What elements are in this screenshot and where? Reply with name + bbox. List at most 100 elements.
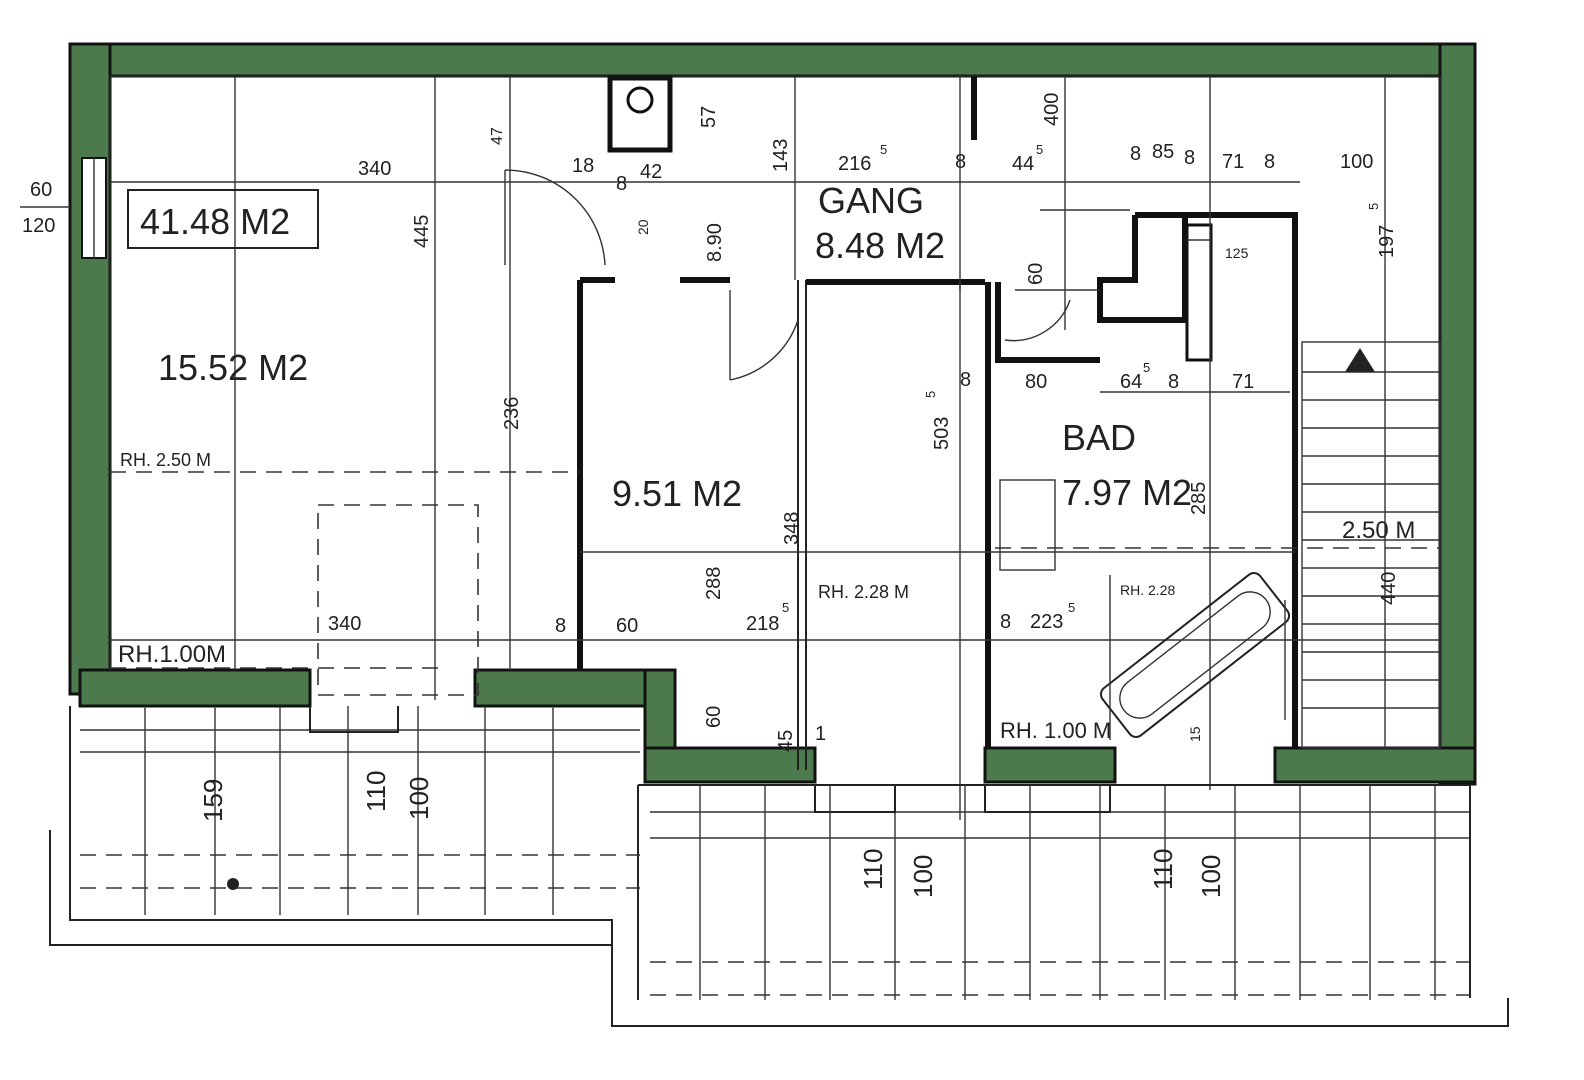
dim-label: 57	[698, 106, 720, 128]
dim-label: 60	[703, 706, 725, 728]
dim-label: 440	[1378, 572, 1400, 605]
terrace	[49, 706, 1509, 1027]
dim-label: 5	[1366, 203, 1381, 210]
dim-label: 445	[411, 215, 433, 248]
dim-label: 20	[635, 219, 651, 235]
room-height-labels: RH. 2.50 M RH.1.00M RH. 2.28 M RH. 2.28 …	[118, 450, 1415, 743]
dim-label: 143	[770, 139, 792, 172]
dim-label: 64	[1120, 371, 1142, 393]
bed-outline	[317, 504, 479, 696]
room-area-living: 15.52 M2	[158, 347, 308, 388]
dim-label: 8	[1168, 371, 1179, 393]
dim-label: 80	[1025, 371, 1047, 393]
dim-label: 400	[1041, 93, 1063, 126]
dim-label: 285	[1188, 482, 1210, 515]
dim-label: 60	[616, 615, 638, 637]
inner-outline	[109, 75, 1441, 748]
dim-label: 223	[1030, 611, 1063, 633]
dim-label: 340	[328, 613, 361, 635]
room-name-bad: BAD	[1062, 417, 1136, 458]
window-height-bottom: 120	[22, 215, 55, 237]
wall-right	[1438, 42, 1477, 786]
room-area-bad: 7.97 M2	[1062, 472, 1192, 513]
dim-label: 85	[1152, 141, 1174, 163]
window-height-top: 60	[30, 179, 52, 201]
dim-label: 5	[1143, 360, 1150, 375]
dim-label: 71	[1222, 151, 1244, 173]
outer-walls	[68, 42, 1477, 786]
fixtures	[317, 479, 1291, 740]
room-name-gang: GANG	[818, 180, 924, 221]
terrace-dim-label: 159	[198, 779, 228, 822]
terrace-dim-label: 100	[404, 777, 434, 820]
dim-label: 8	[555, 615, 566, 637]
rh-left-low: RH.1.00M	[118, 641, 226, 668]
dim-label: 340	[358, 158, 391, 180]
dim-label: 5	[880, 142, 887, 157]
wall-bottom-mid-c	[643, 746, 817, 784]
dim-label: 8	[616, 173, 627, 195]
wall-left	[68, 42, 112, 696]
dim-label: 8	[960, 369, 971, 391]
dim-label: 60	[1025, 263, 1047, 285]
dim-label: 71	[1232, 371, 1254, 393]
rh-bath-high: RH. 2.28	[1120, 582, 1175, 598]
dimension-labels: 340 18 8 42 216 5 8 44 5 8 85 8 71 8 100…	[328, 141, 1373, 745]
dim-label: 5	[923, 391, 938, 398]
dim-label: 47	[489, 127, 506, 145]
dim-label: 18	[572, 155, 594, 177]
dim-label: 218	[746, 613, 779, 635]
wall-bottom-mid-a	[473, 668, 672, 708]
dim-label: 125	[1225, 245, 1249, 261]
dim-label: 8	[1184, 147, 1195, 169]
terrace-dim-label: 100	[1196, 855, 1226, 898]
rh-centre: RH. 2.28 M	[818, 582, 909, 602]
dim-label: 42	[640, 161, 662, 183]
dim-label: 5	[1036, 142, 1043, 157]
dim-label: 197	[1376, 225, 1398, 258]
total-area-label: 41.48 M2	[140, 201, 290, 242]
dim-label: 8.90	[704, 223, 726, 262]
dim-label: 216	[838, 153, 871, 175]
room-area-gang: 8.48 M2	[815, 225, 945, 266]
staircase	[1301, 341, 1441, 749]
wall-bottom-right-a	[983, 746, 1117, 784]
rh-living: RH. 2.50 M	[120, 450, 211, 470]
wall-top	[68, 42, 1477, 78]
wall-bottom-mid-b	[643, 668, 677, 752]
dim-label: 5	[1068, 600, 1075, 615]
dim-label: 15	[1187, 726, 1203, 742]
wall-bottom-right-b	[1273, 746, 1477, 784]
left-window	[20, 157, 107, 259]
dim-label: 8	[1000, 611, 1011, 633]
dim-label: 45	[775, 730, 797, 752]
dimension-labels-vertical: 445 47 57 20 143 400 197 5 8.90 236 60 5…	[198, 93, 1400, 898]
terrace-dim-label: 110	[1148, 849, 1178, 890]
dim-label: 100	[1340, 151, 1373, 173]
terrace-dim-label: 110	[361, 771, 391, 812]
rh-bath-low: RH. 1.00 M	[1000, 718, 1111, 743]
dim-label: 1	[815, 723, 826, 745]
dim-label: 5	[782, 600, 789, 615]
wall-bottom-left	[78, 668, 312, 708]
bathtub	[1099, 572, 1291, 738]
room-labels: 41.48 M2 15.52 M2 GANG 8.48 M2 9.51 M2 B…	[127, 180, 1192, 514]
dimension-lines	[110, 76, 1440, 820]
dim-label: 8	[955, 151, 966, 173]
dim-label: 236	[501, 397, 523, 430]
doors	[504, 169, 1071, 381]
terrace-dim-label: 110	[858, 849, 888, 890]
stair-arrow-icon	[1345, 348, 1375, 372]
terrace-dim-label: 100	[908, 855, 938, 898]
rh-lines	[110, 471, 1440, 669]
room-area-room2: 9.51 M2	[612, 473, 742, 514]
dim-label: 8	[1130, 143, 1141, 165]
dim-label: 44	[1012, 153, 1034, 175]
dim-label: 288	[703, 567, 725, 600]
dim-label: 503	[931, 417, 953, 450]
stair-height: 2.50 M	[1342, 517, 1415, 544]
dim-label: 348	[781, 512, 803, 545]
dim-label: 8	[1264, 151, 1275, 173]
interior-walls	[577, 75, 1298, 770]
